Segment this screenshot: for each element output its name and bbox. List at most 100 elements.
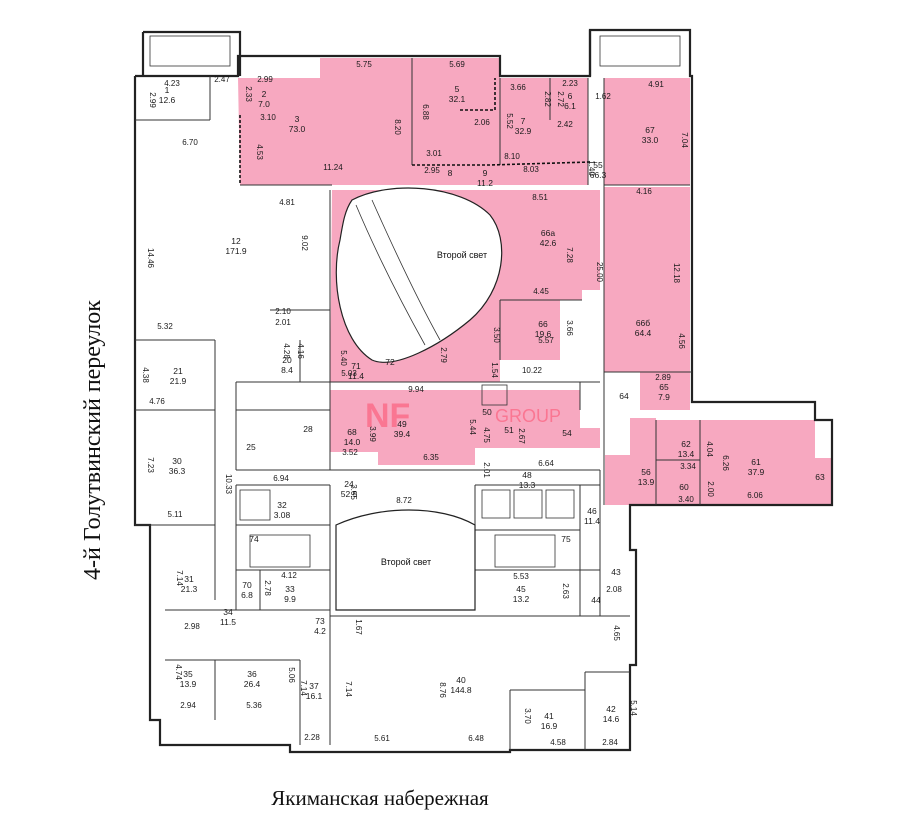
room-number: 45	[516, 584, 526, 594]
room-area: 11.4	[348, 371, 364, 381]
dimension-label: 3.99	[368, 426, 377, 442]
interior-walls	[135, 58, 701, 750]
dimension-label: 4.56	[677, 333, 686, 349]
dimension-label: 12.18	[672, 263, 681, 284]
room-area: 7.0	[258, 99, 270, 109]
dimension-label: 2.67	[517, 428, 526, 444]
dimension-label: 25.00	[595, 262, 604, 283]
room-number: 35	[183, 669, 193, 679]
room-number: 36	[247, 669, 257, 679]
dimension-label: 4.16	[296, 343, 305, 359]
dimension-label: 2.84	[602, 738, 618, 747]
dimension-label: 4.12	[281, 571, 297, 580]
room-number: 54	[562, 428, 572, 438]
dimension-label: 5.06	[287, 667, 296, 683]
dimension-label: 4.81	[279, 198, 295, 207]
dimension-label: 5.75	[356, 60, 372, 69]
dimension-label: 2.98	[184, 622, 200, 631]
room-area: 13.9	[180, 679, 197, 689]
room-number: 20	[282, 355, 292, 365]
dimension-label: 2.28	[304, 733, 320, 742]
room-number: 25	[246, 442, 256, 452]
dimension-label: 8.10	[504, 152, 520, 161]
room-number: 2	[262, 89, 267, 99]
room-label: 54	[562, 428, 572, 438]
room-number: 31	[184, 574, 194, 584]
room-area: 16.9	[541, 721, 558, 731]
room-number: 37	[309, 681, 319, 691]
room-label: 74	[249, 534, 259, 544]
room-number: 12	[231, 236, 241, 246]
room-number: 42	[606, 704, 616, 714]
dimension-label: 9.02	[300, 235, 309, 251]
room-number: 30	[172, 456, 182, 466]
room-area: 6.8	[241, 590, 253, 600]
dimension-label: 9.94	[408, 385, 424, 394]
room-number: 72	[385, 357, 395, 367]
dimension-label: 6.94	[273, 474, 289, 483]
dimension-label: 3.52	[342, 448, 358, 457]
room-number: 1	[165, 85, 170, 95]
room-label: 50	[482, 407, 492, 417]
room-label: 25	[246, 442, 256, 452]
dimension-label: 2.42	[557, 120, 573, 129]
dimension-label: 7.14	[344, 681, 353, 697]
watermark-suffix: GROUP	[495, 406, 561, 426]
dimension-label: 6.64	[538, 459, 554, 468]
room-area: 8.4	[281, 365, 293, 375]
dimension-label: 4.74	[174, 664, 183, 680]
room-area: 42.6	[540, 238, 557, 248]
room-number: 68	[347, 427, 357, 437]
room-label: 63	[815, 472, 825, 482]
room-label: 51	[504, 425, 514, 435]
dimension-label: 8.76	[438, 682, 447, 698]
dimension-label: 2.82	[543, 91, 552, 107]
dashed-partitions	[239, 78, 591, 185]
dimension-label: 5.69	[449, 60, 465, 69]
room-number: 44	[591, 595, 601, 605]
room-number: 66а	[541, 228, 555, 238]
dimension-label: 2.08	[606, 585, 622, 594]
dimension-label: 5.14	[629, 700, 638, 716]
dimension-label: 2.01	[482, 462, 491, 478]
dimension-label: 5.61	[374, 734, 390, 743]
dimension-label: 5.40	[339, 350, 348, 366]
room-number: 61	[751, 457, 761, 467]
dimension-label: 6.06	[747, 491, 763, 500]
room-number: 3	[295, 114, 300, 124]
room-area: 13.4	[678, 449, 695, 459]
room-number: 5	[455, 84, 460, 94]
dimension-label: 7.23	[146, 457, 155, 473]
dimension-label: 2.47	[214, 75, 230, 84]
room-number: 70	[242, 580, 252, 590]
dimension-label: 5.36	[246, 701, 262, 710]
room-number: 63	[815, 472, 825, 482]
room-area: 7.9	[658, 392, 670, 402]
room-number: 33	[285, 584, 295, 594]
stair-blocks	[149, 35, 681, 568]
room-label: 60	[679, 482, 689, 492]
room-number: 32	[277, 500, 287, 510]
room-area: 26.4	[244, 679, 261, 689]
dimension-label: 7.28	[565, 247, 574, 263]
room-number: 6	[568, 91, 573, 101]
room-area: 52.5	[341, 489, 358, 499]
room-number: 46	[587, 506, 597, 516]
room-area: 12.6	[159, 95, 176, 105]
room-number: 21	[173, 366, 183, 376]
dimension-label: 8.72	[396, 496, 412, 505]
room-number: 60	[679, 482, 689, 492]
dimension-label: 2.89	[655, 373, 671, 382]
